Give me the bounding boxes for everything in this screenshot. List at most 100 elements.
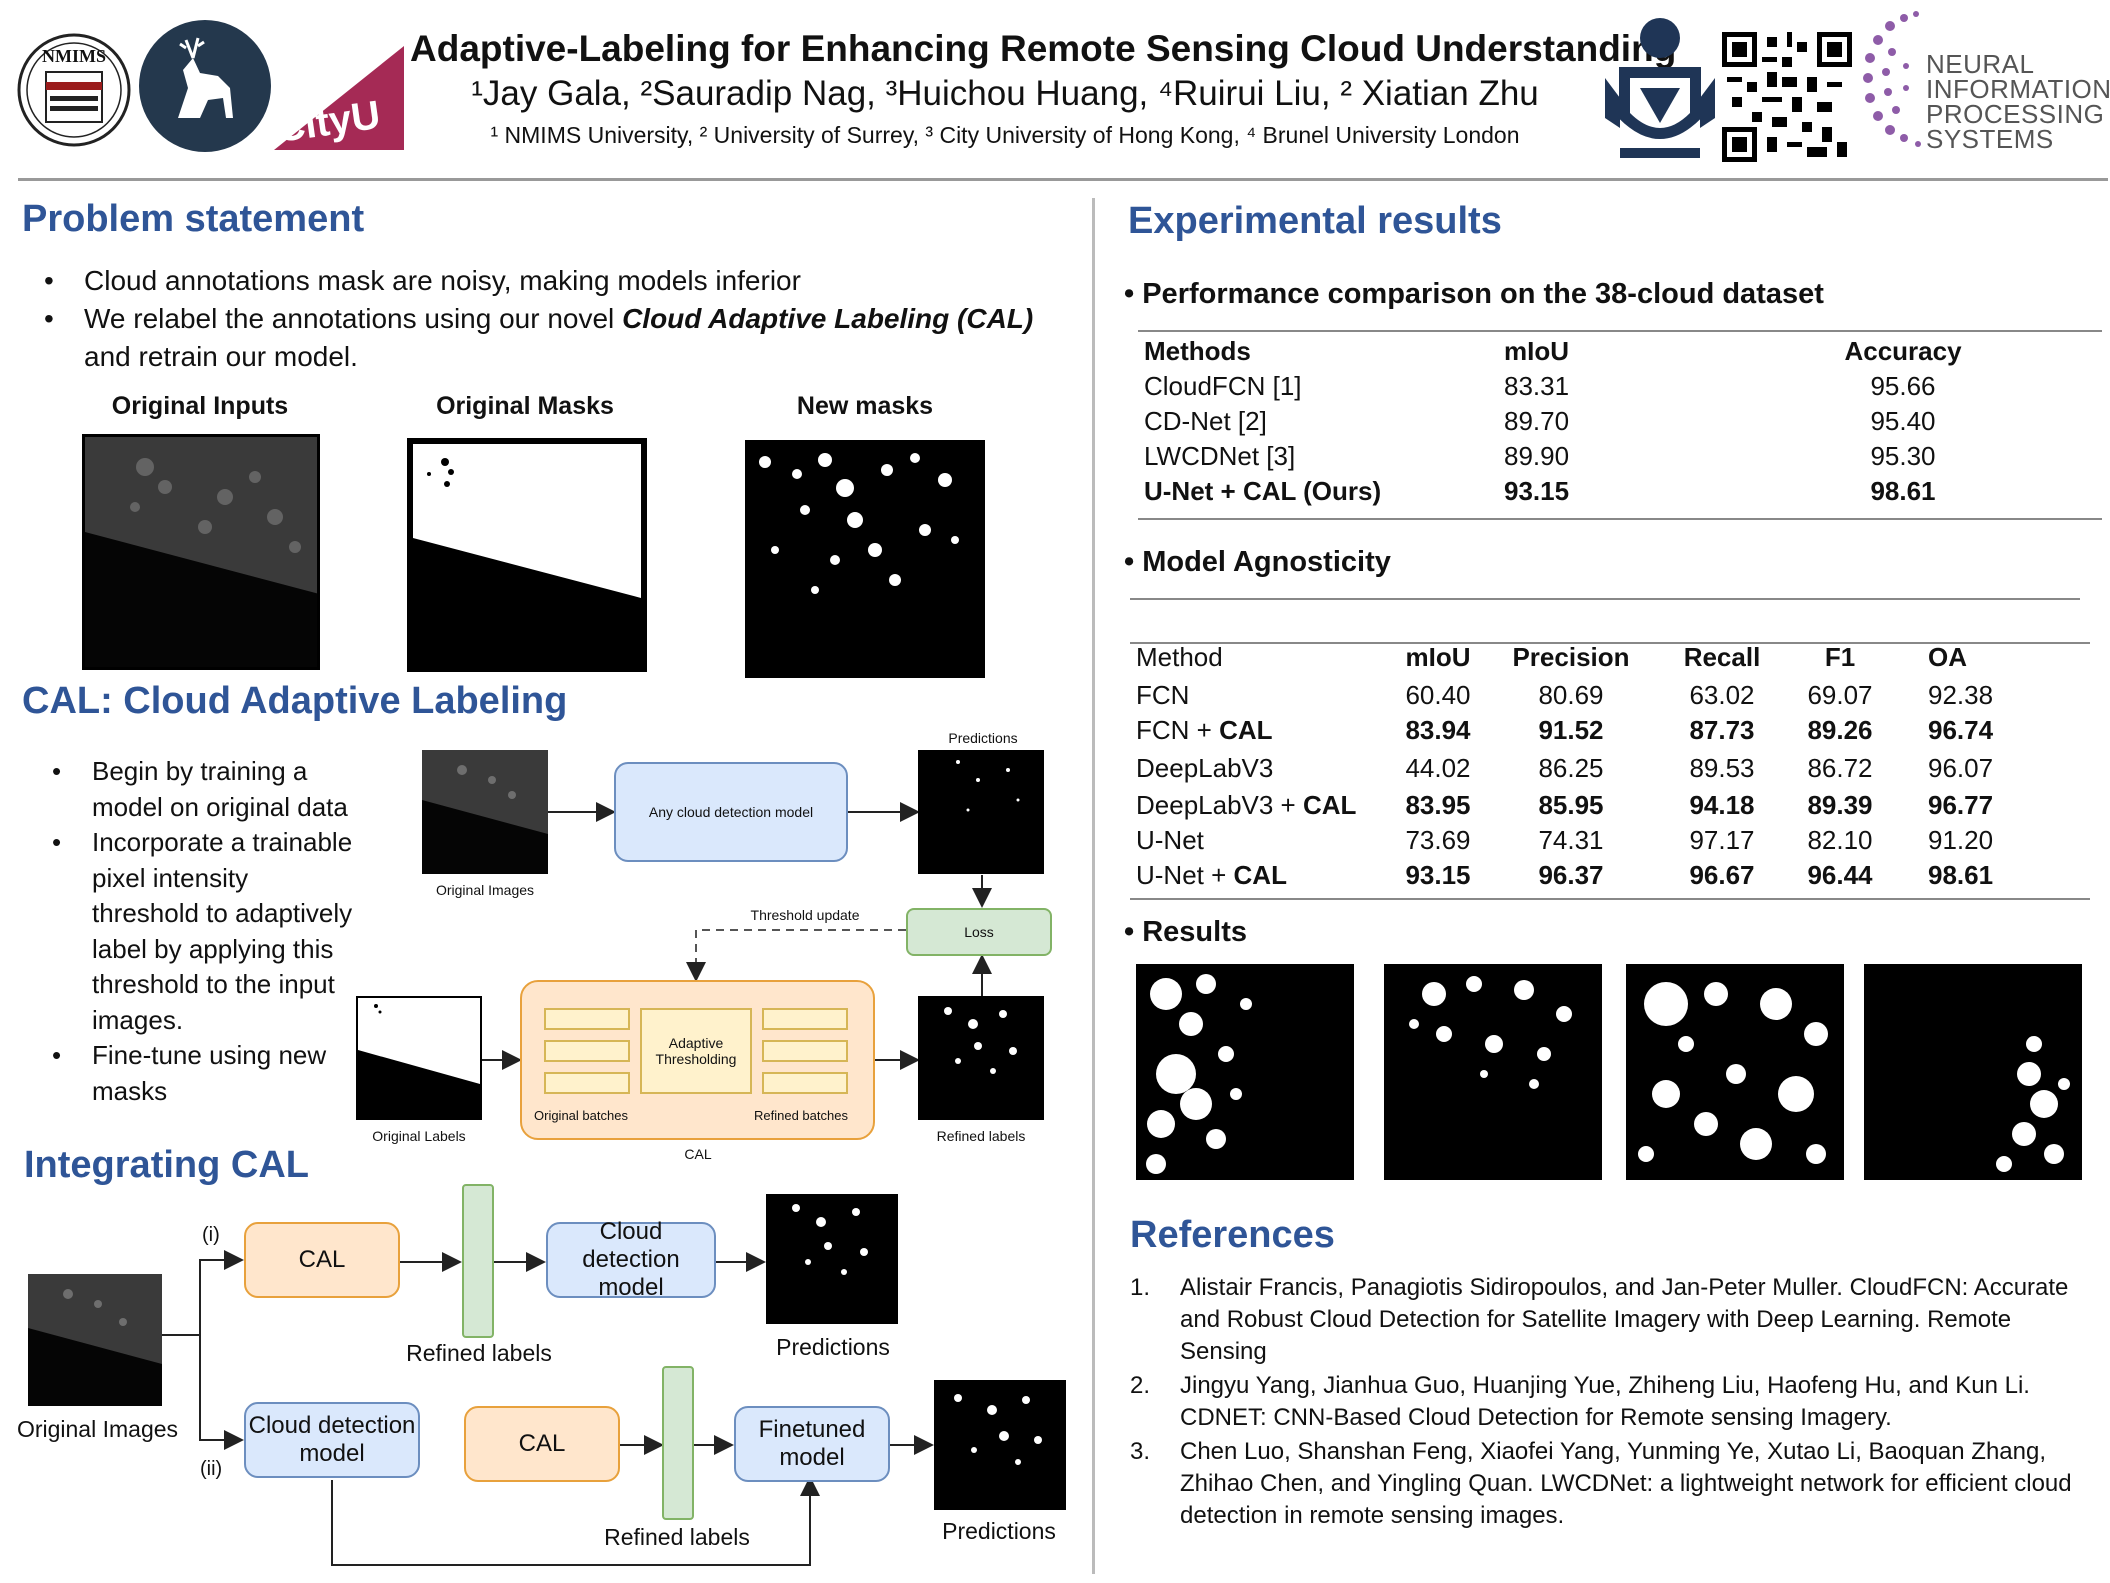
finetuned-model-box: Finetuned model xyxy=(734,1406,890,1482)
surrey-stag-logo xyxy=(138,18,272,154)
neurips-logo-line-3: PROCESSING xyxy=(1926,99,2105,129)
loss-box: Loss xyxy=(906,908,1052,956)
reference-item: 1.Alistair Francis, Panagiotis Sidiropou… xyxy=(1130,1274,2069,1365)
result-image-1 xyxy=(1136,964,1354,1180)
neurips-logo-line-2: INFORMATION xyxy=(1926,74,2110,104)
result-image-2 xyxy=(1384,964,1602,1180)
cal-diagram-original-labels xyxy=(356,996,482,1120)
cal-bullet-1: Begin by training a model on original da… xyxy=(52,754,362,825)
predictions-image-ii xyxy=(934,1380,1066,1510)
agn-table-top-rule xyxy=(1130,642,2090,644)
branch-label-i: (i) xyxy=(202,1224,220,1246)
refined-batch-1 xyxy=(762,1008,848,1030)
references-list: 1.Alistair Francis, Panagiotis Sidiropou… xyxy=(1130,1272,2090,1534)
predictions-image-i xyxy=(766,1194,898,1324)
problem-statement-heading: Problem statement xyxy=(22,198,365,240)
result-image-4 xyxy=(1864,964,2082,1180)
brunel-crest-logo xyxy=(1600,8,1720,168)
cal-diagram-predictions-image xyxy=(918,750,1044,874)
threshold-update-label: Threshold update xyxy=(750,907,860,923)
integrating-original-images xyxy=(28,1274,162,1406)
original-batch-3 xyxy=(544,1072,630,1094)
cal-box-ii: CAL xyxy=(464,1406,620,1482)
refined-batch-3 xyxy=(762,1072,848,1094)
refined-labels-label-ii: Refined labels xyxy=(604,1524,750,1550)
cal-box: Adaptive Thresholding Original batches R… xyxy=(520,980,875,1140)
qr-code[interactable] xyxy=(1722,32,1852,162)
fig-label-original-masks: Original Masks xyxy=(436,392,614,420)
cal-diagram-original-images-label: Original Images xyxy=(435,882,535,898)
cal-bullet-3: Fine-tune using new masks xyxy=(52,1038,362,1109)
cal-diagram-predictions-label: Predictions xyxy=(948,730,1018,746)
cal-box-i: CAL xyxy=(244,1222,400,1298)
nmims-logo-text: NMIMS xyxy=(42,46,106,66)
result-image-3 xyxy=(1626,964,1844,1180)
original-batch-1 xyxy=(544,1008,630,1030)
refined-batch-2 xyxy=(762,1040,848,1062)
integrating-diagram-connectors xyxy=(162,1250,934,1566)
cityu-logo: CityU xyxy=(273,46,404,151)
affiliations: ¹ NMIMS University, ² University of Surr… xyxy=(490,122,1520,148)
adaptive-thresholding-box: Adaptive Thresholding xyxy=(640,1008,752,1094)
branch-label-ii: (ii) xyxy=(200,1458,223,1480)
cloud-detection-model-box-ii: Cloud detection model xyxy=(244,1402,420,1478)
refined-labels-label-i: Refined labels xyxy=(406,1340,552,1366)
fig-label-original-inputs: Original Inputs xyxy=(111,392,289,420)
cal-diagram-connectors xyxy=(482,802,992,1070)
perf-table-header: Methods mIoU Accuracy xyxy=(1144,336,1962,366)
integrating-cal-heading: Integrating CAL xyxy=(24,1144,309,1186)
cal-heading: CAL: Cloud Adaptive Labeling xyxy=(22,680,568,722)
problem-bullet-1: Cloud annotations mask are noisy, making… xyxy=(44,262,1064,300)
predictions-label-i: Predictions xyxy=(776,1334,890,1360)
problem-bullet-2: We relabel the annotations using our nov… xyxy=(44,300,1064,376)
refined-labels-bar-i xyxy=(462,1184,494,1338)
agn-title-rule xyxy=(1130,598,2080,600)
predictions-label-ii: Predictions xyxy=(942,1518,1056,1544)
results-subheading: • Results xyxy=(1124,916,1247,948)
cal-diagram-refined-labels-label: Refined labels xyxy=(936,1128,1026,1144)
cloud-detection-model-box-i: Cloud detection model xyxy=(546,1218,716,1301)
perf-comparison-subheading: • Performance comparison on the 38-cloud… xyxy=(1124,278,1824,310)
agn-table-header: Method mIoU Precision Recall F1 OA xyxy=(1136,642,1967,672)
cal-bullet-2: Incorporate a trainable pixel intensity … xyxy=(52,825,362,1038)
neurips-logo-line-4: SYSTEMS xyxy=(1926,124,2054,154)
refined-batches-label: Refined batches xyxy=(754,1108,848,1123)
authors: ¹Jay Gala, ²Sauradip Nag, ³Huichou Huang… xyxy=(471,74,1539,113)
new-mask-image xyxy=(745,440,985,678)
original-batch-2 xyxy=(544,1040,630,1062)
model-agnosticity-subheading: • Model Agnosticity xyxy=(1124,546,1391,578)
references-heading: References xyxy=(1130,1214,1335,1256)
original-batches-label: Original batches xyxy=(534,1108,628,1123)
neurips-logo: NEURAL INFORMATION PROCESSING SYSTEMS xyxy=(1860,6,2110,166)
experimental-results-heading: Experimental results xyxy=(1128,200,1502,242)
model-agnosticity-table: Method mIoU Precision Recall F1 OA xyxy=(1136,640,2086,675)
perf-table-bottom-rule xyxy=(1138,518,2102,520)
original-mask-image xyxy=(407,438,647,672)
reference-item: 2.Jingyu Yang, Jianhua Guo, Huanjing Yue… xyxy=(1130,1372,2030,1431)
cal-diagram-original-images xyxy=(422,750,548,874)
cal-diagram-original-labels-label: Original Labels xyxy=(372,1128,466,1144)
nmims-logo: NMIMS xyxy=(16,20,132,160)
cal-box-label: CAL xyxy=(684,1146,712,1162)
fig-label-new-masks: New masks xyxy=(796,392,934,420)
any-cloud-detection-model-box: Any cloud detection model xyxy=(614,762,848,862)
problem-bullets: Cloud annotations mask are noisy, making… xyxy=(44,262,1064,376)
column-divider xyxy=(1092,198,1095,1574)
integrating-original-images-label: Original Images xyxy=(16,1416,179,1442)
cal-bullets: Begin by training a model on original da… xyxy=(52,754,362,1109)
agn-table-bottom-rule xyxy=(1130,898,2090,900)
header-divider xyxy=(18,178,2108,181)
neurips-logo-line-1: NEURAL xyxy=(1926,49,2035,79)
perf-table-top-rule xyxy=(1138,330,2102,332)
refined-labels-bar-ii xyxy=(662,1366,694,1520)
